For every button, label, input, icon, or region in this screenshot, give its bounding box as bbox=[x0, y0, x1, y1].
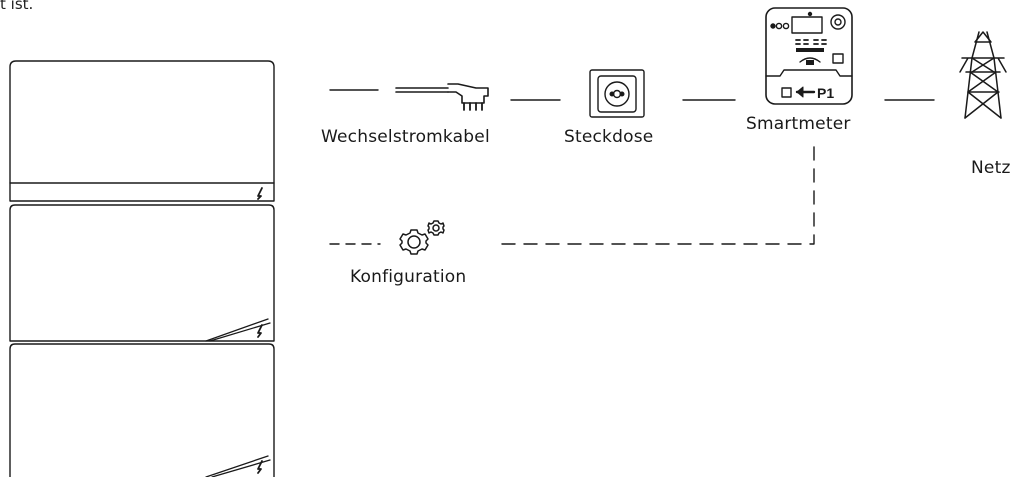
config-label: Konfiguration bbox=[350, 267, 467, 287]
gears-icon bbox=[399, 220, 445, 255]
battery-top-module bbox=[9, 60, 275, 202]
cable-label: Wechselstromkabel bbox=[321, 127, 490, 147]
battery-bottom-module bbox=[9, 343, 275, 477]
meter-port-label: P1 bbox=[817, 85, 834, 101]
battery-middle-module bbox=[9, 204, 275, 342]
grid-label: Netz bbox=[971, 158, 1011, 178]
battery-stack bbox=[9, 60, 275, 477]
meter-label: Smartmeter bbox=[746, 114, 851, 134]
dashed-line-config-meter bbox=[501, 139, 815, 245]
socket-label: Steckdose bbox=[564, 127, 654, 147]
cropped-intro-text: t ist. bbox=[0, 0, 34, 13]
transmission-tower-icon bbox=[959, 31, 1007, 119]
socket-icon bbox=[589, 69, 645, 118]
smart-meter-icon: P1 bbox=[765, 7, 853, 105]
plug-icon bbox=[395, 83, 489, 111]
